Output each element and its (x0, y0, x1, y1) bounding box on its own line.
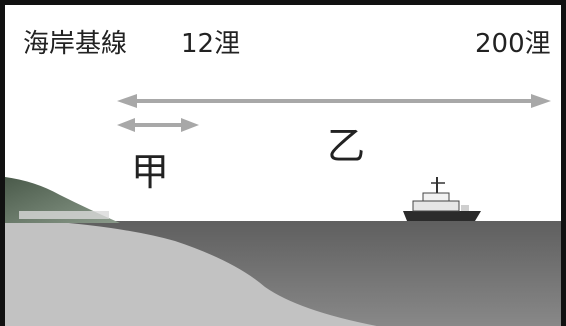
eez-arrow (117, 94, 551, 108)
continental-shelf (5, 221, 377, 326)
zone-a-label: 甲 (131, 150, 170, 194)
territorial-arrow (117, 118, 199, 132)
ocean-zone-scene (5, 94, 561, 326)
baseline-label: 海岸基線 (23, 29, 128, 59)
ship-icon (403, 177, 481, 221)
eez-distance-label: 200浬 (475, 29, 551, 59)
zone-b-label: 乙 (327, 124, 366, 168)
territorial-distance-label: 12浬 (181, 29, 241, 59)
coast-town (19, 211, 109, 219)
